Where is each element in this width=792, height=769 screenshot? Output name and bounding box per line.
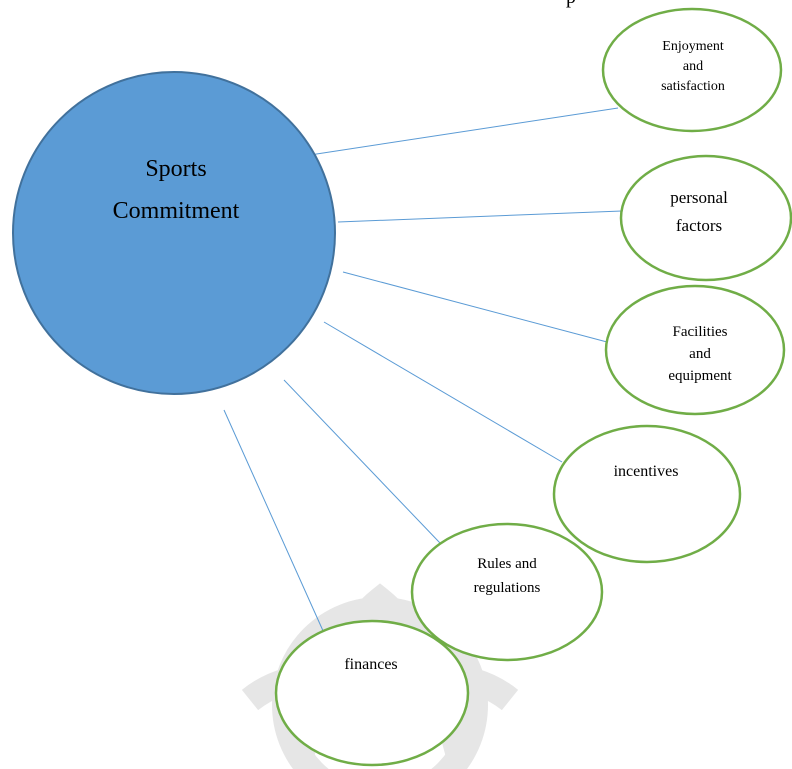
connector-enjoyment — [309, 107, 619, 156]
factor-enjoyment-line-2: and — [683, 59, 703, 74]
connector-lines — [223, 107, 623, 634]
factor-personal-line-1: personal — [670, 188, 728, 207]
central-label-line-1: Sports — [145, 156, 206, 182]
factor-node-rules: Rules and regulations — [410, 522, 604, 662]
connector-rules — [283, 379, 441, 544]
factor-facilities-line-3: equipment — [668, 368, 732, 384]
factor-node-incentives: incentives — [552, 424, 742, 564]
connector-incentives — [323, 321, 563, 463]
factor-finances-label: finances — [344, 656, 397, 673]
factor-incentives-label: incentives — [614, 463, 679, 480]
factor-node-finances: finances — [274, 619, 470, 767]
factor-facilities-line-2: and — [689, 346, 711, 362]
factor-enjoyment-line-3: satisfaction — [661, 79, 725, 94]
central-label-line-2: Commitment — [113, 198, 240, 224]
factor-node-personal: personal factors — [619, 154, 792, 282]
factor-personal-line-2: factors — [676, 216, 722, 235]
factor-node-enjoyment: Enjoyment and satisfaction — [601, 7, 783, 133]
connector-finances — [223, 409, 325, 634]
connector-facilities — [342, 271, 608, 343]
cut-off-header-text: p — [566, 0, 576, 9]
factor-enjoyment-line-1: Enjoyment — [662, 39, 724, 54]
factor-rules-line-1: Rules and — [477, 556, 537, 572]
factor-facilities-line-1: Facilities — [673, 324, 728, 340]
central-node: Sports Commitment — [12, 71, 336, 395]
connector-personal — [337, 210, 623, 223]
factor-rules-line-2: regulations — [474, 580, 541, 596]
factor-node-facilities: Facilities and equipment — [604, 284, 786, 416]
